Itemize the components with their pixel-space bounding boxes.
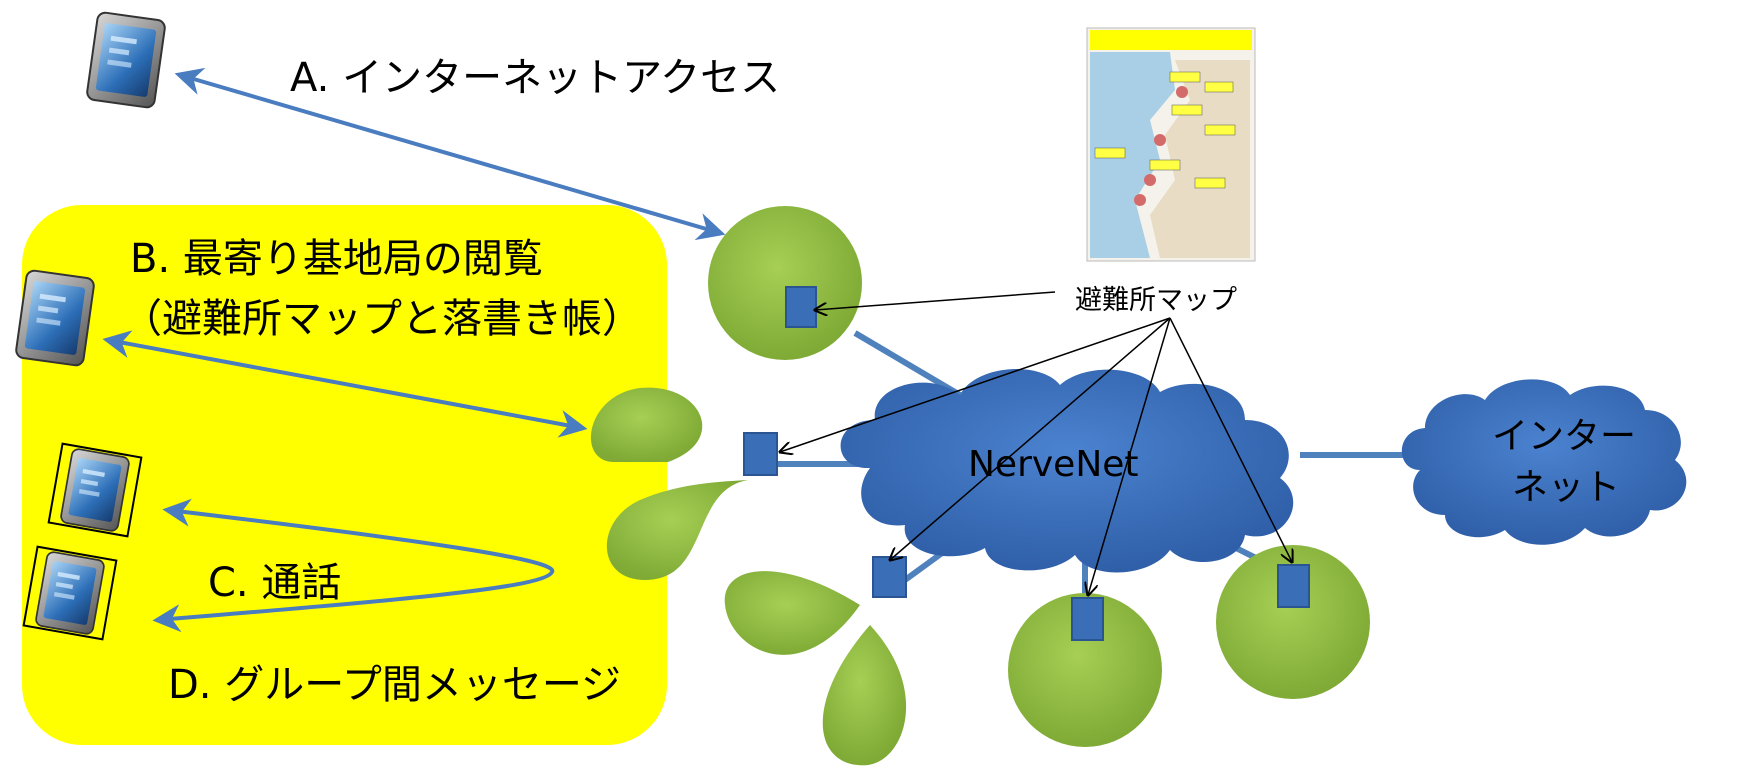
shelter-map-thumbnail bbox=[1086, 27, 1256, 262]
station-circle-bottom bbox=[1008, 593, 1162, 747]
station-circle-top bbox=[708, 206, 862, 360]
station-circle-right bbox=[1216, 545, 1370, 699]
arrow-nearest-station bbox=[102, 330, 588, 438]
node-center bbox=[743, 432, 778, 476]
map-pointer-arrows bbox=[780, 291, 1292, 595]
label-internet-line1: インター bbox=[1492, 416, 1637, 457]
station-drop-left bbox=[724, 571, 860, 655]
label-internet-line2: ネット bbox=[1512, 467, 1621, 508]
node-lower-right bbox=[1277, 564, 1310, 608]
station-drop-lower bbox=[606, 480, 748, 580]
tablet-icon bbox=[24, 547, 117, 640]
base-stations bbox=[590, 206, 1370, 766]
station-drop-upper bbox=[590, 387, 703, 462]
node-top bbox=[785, 286, 817, 328]
arrow-internet-access bbox=[174, 67, 726, 241]
label-internet-access: A. インターネットアクセス bbox=[290, 55, 781, 101]
tablet-icon bbox=[14, 268, 96, 368]
nervenet-cloud bbox=[840, 368, 1294, 573]
label-shelter-map: 避難所マップ bbox=[1075, 285, 1237, 316]
label-nervenet: NerveNet bbox=[968, 444, 1139, 485]
arrow-call bbox=[152, 498, 555, 633]
label-call: C. 通話 bbox=[208, 560, 342, 606]
tablet-icon bbox=[85, 10, 167, 110]
node-lower-left bbox=[872, 556, 907, 598]
tablet-icon bbox=[49, 444, 142, 537]
label-shelter-map-notebook: （避難所マップと落書き帳） bbox=[122, 296, 642, 342]
station-drop-bottom bbox=[822, 625, 907, 766]
node-lower-middle bbox=[1071, 597, 1104, 641]
label-group-message: D. グループ間メッセージ bbox=[168, 662, 622, 708]
connection-arrows bbox=[102, 67, 726, 633]
label-nearest-station: B. 最寄り基地局の閲覧 bbox=[130, 236, 543, 282]
internet-cloud bbox=[1401, 379, 1687, 545]
